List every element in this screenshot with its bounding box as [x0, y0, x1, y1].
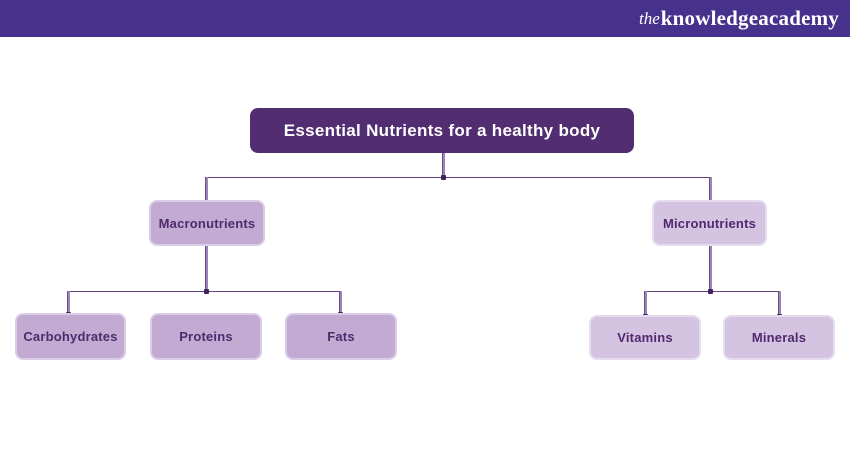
node-minerals: Minerals — [723, 315, 835, 360]
logo-text-the: the — [639, 8, 660, 28]
logo-text-academy: academy — [758, 6, 839, 30]
node-vitamins-label: Vitamins — [617, 330, 673, 345]
connector-micro-stem — [709, 246, 712, 291]
node-proteins: Proteins — [150, 313, 262, 360]
node-minerals-label: Minerals — [751, 330, 807, 345]
junction-dot-root — [441, 175, 446, 180]
node-micronutrients: Micronutrients — [652, 200, 767, 246]
node-macronutrients-label: Macronutrients — [158, 215, 256, 231]
node-fats: Fats — [285, 313, 397, 360]
junction-dot-micro — [708, 289, 713, 294]
connector-fats-drop — [339, 291, 342, 314]
node-macronutrients: Macronutrients — [149, 200, 265, 246]
connector-micro-drop — [709, 177, 712, 202]
connector-macro-drop — [205, 177, 208, 202]
connector-root-stem — [442, 153, 445, 177]
connector-level1-hbar — [206, 177, 710, 178]
node-carbohydrates-label: Carbohydrates — [23, 329, 118, 344]
node-micronutrients-label: Micronutrients — [662, 215, 757, 231]
node-carbohydrates: Carbohydrates — [15, 313, 126, 360]
node-root-title: Essential Nutrients for a healthy body — [250, 108, 634, 153]
junction-dot-macro — [204, 289, 209, 294]
connector-vitamins-drop — [644, 291, 647, 316]
connector-carb-drop — [67, 291, 70, 314]
connector-macro-stem — [205, 246, 208, 291]
node-proteins-label: Proteins — [179, 329, 233, 344]
node-root-label: Essential Nutrients for a healthy body — [283, 120, 601, 140]
logo-text-knowledge: knowledge — [660, 6, 759, 30]
node-vitamins: Vitamins — [589, 315, 701, 360]
node-fats-label: Fats — [327, 329, 355, 344]
connector-minerals-drop — [778, 291, 781, 316]
